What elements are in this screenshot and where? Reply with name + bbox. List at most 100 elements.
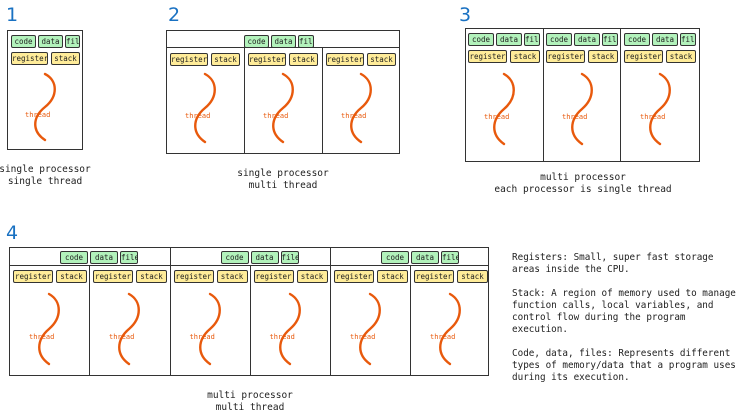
divider bbox=[330, 247, 331, 376]
thread-squiggle-icon bbox=[359, 292, 381, 366]
files-tag: files bbox=[65, 35, 80, 48]
divider bbox=[89, 265, 90, 376]
data-tag: data bbox=[271, 35, 296, 48]
thread-squiggle-icon bbox=[350, 72, 372, 144]
code-tag: code bbox=[546, 33, 572, 46]
divider bbox=[410, 265, 411, 376]
caption-line: multi thread bbox=[248, 180, 318, 191]
caption-line: single thread bbox=[7, 176, 83, 187]
diagram-number: 3 bbox=[459, 4, 472, 26]
files-tag: files bbox=[680, 33, 696, 46]
stack-tag: stack bbox=[56, 270, 87, 283]
thread-label: thread bbox=[189, 332, 215, 341]
divider bbox=[620, 28, 621, 162]
divider bbox=[244, 47, 245, 154]
divider bbox=[249, 265, 251, 376]
data-tag: data bbox=[496, 33, 522, 46]
legend-stack: Stack: A region of memory used to manage… bbox=[512, 288, 736, 335]
thread-label: thread bbox=[263, 111, 289, 120]
caption-line: single processor bbox=[0, 164, 91, 175]
code-tag: code bbox=[60, 251, 88, 264]
register-tag: register bbox=[248, 53, 286, 66]
register-tag: register bbox=[414, 270, 454, 283]
stack-tag: stack bbox=[367, 53, 396, 66]
thread-label: thread bbox=[269, 332, 295, 341]
process-box bbox=[166, 30, 400, 154]
files-tag: files bbox=[120, 251, 138, 264]
code-tag: code bbox=[468, 33, 494, 46]
divider bbox=[170, 247, 171, 376]
register-tag: register bbox=[13, 270, 53, 283]
stack-tag: stack bbox=[377, 270, 408, 283]
stack-tag: stack bbox=[136, 270, 167, 283]
files-tag: files bbox=[280, 251, 299, 264]
thread-squiggle-icon bbox=[118, 292, 140, 366]
stack-tag: stack bbox=[289, 53, 318, 66]
code-tag: code bbox=[624, 33, 650, 46]
stack-tag: stack bbox=[666, 50, 696, 63]
thread-squiggle-icon bbox=[439, 292, 461, 366]
caption-line: multi processor bbox=[540, 172, 626, 183]
process-box bbox=[7, 30, 83, 150]
files-tag: files bbox=[298, 35, 314, 48]
thread-label: thread bbox=[350, 332, 376, 341]
stack-tag: stack bbox=[51, 52, 80, 65]
thread-squiggle-icon bbox=[493, 72, 515, 146]
data-tag: data bbox=[574, 33, 600, 46]
caption-line: multi processor bbox=[207, 390, 293, 401]
register-tag: register bbox=[253, 270, 294, 283]
data-tag: data bbox=[411, 251, 439, 264]
diagram-number: 2 bbox=[168, 4, 181, 26]
caption-line: multi thread bbox=[215, 402, 285, 413]
thread-squiggle-icon bbox=[198, 292, 221, 366]
thread-squiggle-icon bbox=[278, 292, 301, 366]
stack-tag: stack bbox=[457, 270, 488, 283]
code-tag: code bbox=[381, 251, 409, 264]
legend-registers: Registers: Small, super fast storage are… bbox=[512, 252, 714, 275]
files-tag: files bbox=[524, 33, 540, 46]
register-tag: register bbox=[93, 270, 133, 283]
stack-tag: stack bbox=[510, 50, 540, 63]
thread-squiggle-icon bbox=[272, 72, 294, 144]
diagram-number: 1 bbox=[6, 4, 19, 26]
register-tag: register bbox=[468, 50, 507, 63]
thread-label: thread bbox=[29, 332, 55, 341]
code-tag: code bbox=[220, 251, 249, 264]
thread-squiggle-icon bbox=[38, 292, 60, 366]
thread-label: thread bbox=[25, 110, 51, 119]
stack-tag: stack bbox=[216, 270, 248, 283]
thread-label: thread bbox=[341, 111, 367, 120]
register-tag: register bbox=[546, 50, 585, 63]
legend-code-data-files: Code, data, files: Represents different … bbox=[512, 348, 736, 383]
data-tag: data bbox=[38, 35, 63, 48]
stack-tag: stack bbox=[211, 53, 240, 66]
register-tag: register bbox=[334, 270, 374, 283]
register-tag: register bbox=[624, 50, 663, 63]
thread-squiggle-icon bbox=[34, 72, 56, 142]
register-tag: register bbox=[11, 52, 48, 65]
code-tag: code bbox=[11, 35, 36, 48]
legend: Registers: Small, super fast storage are… bbox=[512, 252, 744, 396]
caption-line: single processor bbox=[237, 168, 329, 179]
files-tag: files bbox=[602, 33, 618, 46]
thread-label: thread bbox=[430, 332, 456, 341]
divider bbox=[543, 28, 544, 162]
stack-tag: stack bbox=[296, 270, 328, 283]
register-tag: register bbox=[173, 270, 214, 283]
thread-label: thread bbox=[484, 112, 510, 121]
divider bbox=[9, 265, 489, 266]
data-tag: data bbox=[90, 251, 118, 264]
thread-squiggle-icon bbox=[571, 72, 593, 146]
register-tag: register bbox=[326, 53, 364, 66]
thread-squiggle-icon bbox=[649, 72, 671, 146]
data-tag: data bbox=[250, 251, 279, 264]
thread-label: thread bbox=[109, 332, 135, 341]
stack-tag: stack bbox=[588, 50, 618, 63]
diagram-number: 4 bbox=[6, 222, 19, 244]
files-tag: files bbox=[441, 251, 459, 264]
data-tag: data bbox=[652, 33, 678, 46]
thread-label: thread bbox=[640, 112, 666, 121]
